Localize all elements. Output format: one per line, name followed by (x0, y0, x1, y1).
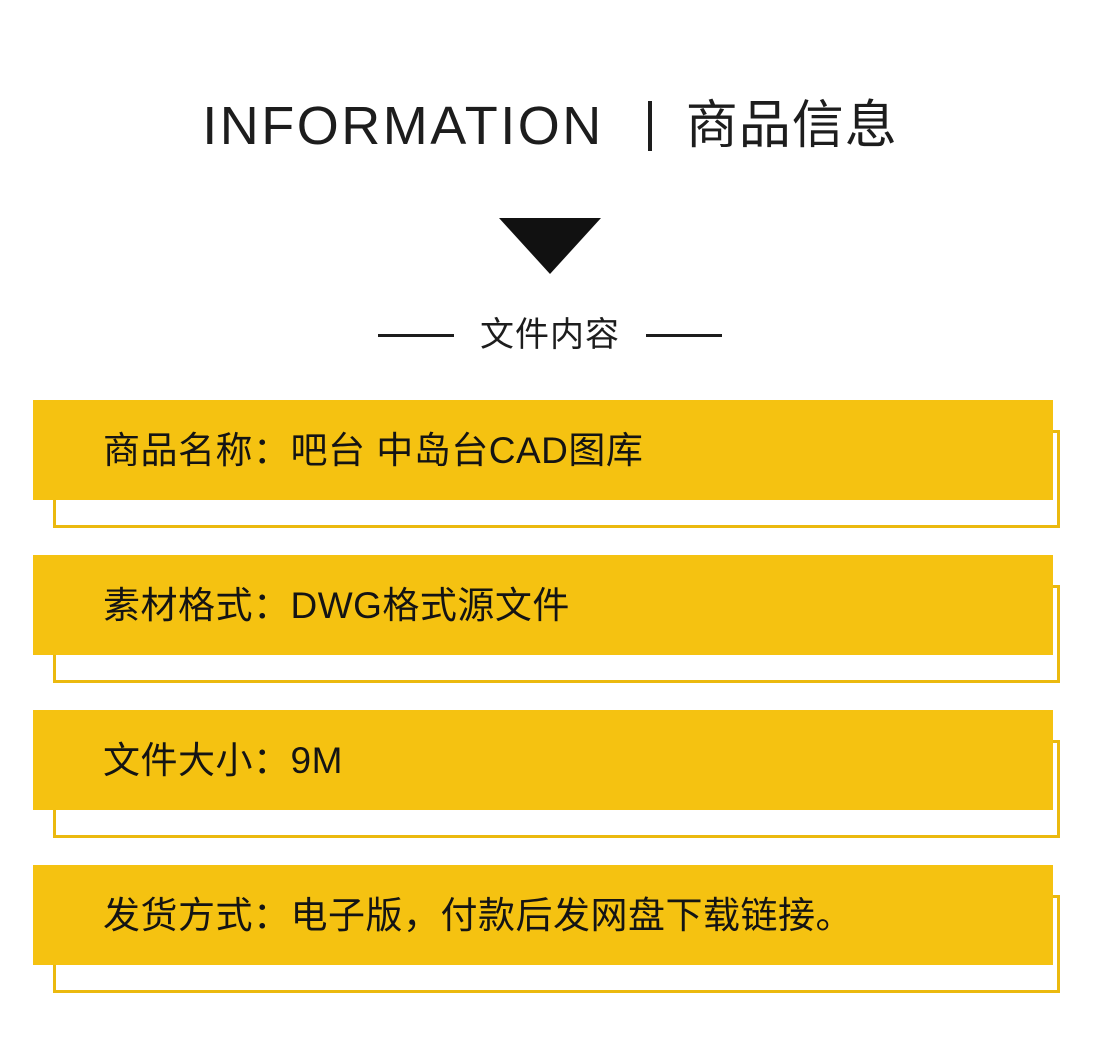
info-bar-text: 发货方式：电子版，付款后发网盘下载链接。 (103, 894, 853, 936)
page-title-chinese: 商品信息 (685, 97, 898, 155)
section-divider: 文件内容 (0, 310, 1100, 360)
section-divider-label: 文件内容 (480, 316, 620, 354)
info-bar-item: 商品名称：吧台 中岛台CAD图库 (0, 400, 1100, 555)
info-bar-item: 素材格式：DWG格式源文件 (0, 555, 1100, 710)
info-bar-text: 文件大小：9M (103, 739, 343, 781)
info-bar-product-name: 商品名称：吧台 中岛台CAD图库 (33, 400, 1053, 500)
info-bar-file-size: 文件大小：9M (33, 710, 1053, 810)
info-bar-item: 发货方式：电子版，付款后发网盘下载链接。 (0, 865, 1100, 1020)
page-title-english: INFORMATION (202, 96, 604, 156)
info-bar-item: 文件大小：9M (0, 710, 1100, 865)
divider-line-left (378, 333, 454, 337)
info-bar-text: 商品名称：吧台 中岛台CAD图库 (103, 429, 644, 471)
triangle-down-icon (499, 218, 601, 274)
info-bar-delivery-method: 发货方式：电子版，付款后发网盘下载链接。 (33, 865, 1053, 965)
info-bar-text: 素材格式：DWG格式源文件 (103, 584, 570, 626)
header-separator-bar (647, 101, 652, 151)
triangle-down-icon-wrapper (0, 218, 1100, 278)
info-bar-list: 商品名称：吧台 中岛台CAD图库 素材格式：DWG格式源文件 文件大小：9M 发… (0, 400, 1100, 1020)
divider-line-right (646, 333, 722, 337)
page-header: INFORMATION 商品信息 (0, 88, 1100, 164)
info-bar-file-format: 素材格式：DWG格式源文件 (33, 555, 1053, 655)
